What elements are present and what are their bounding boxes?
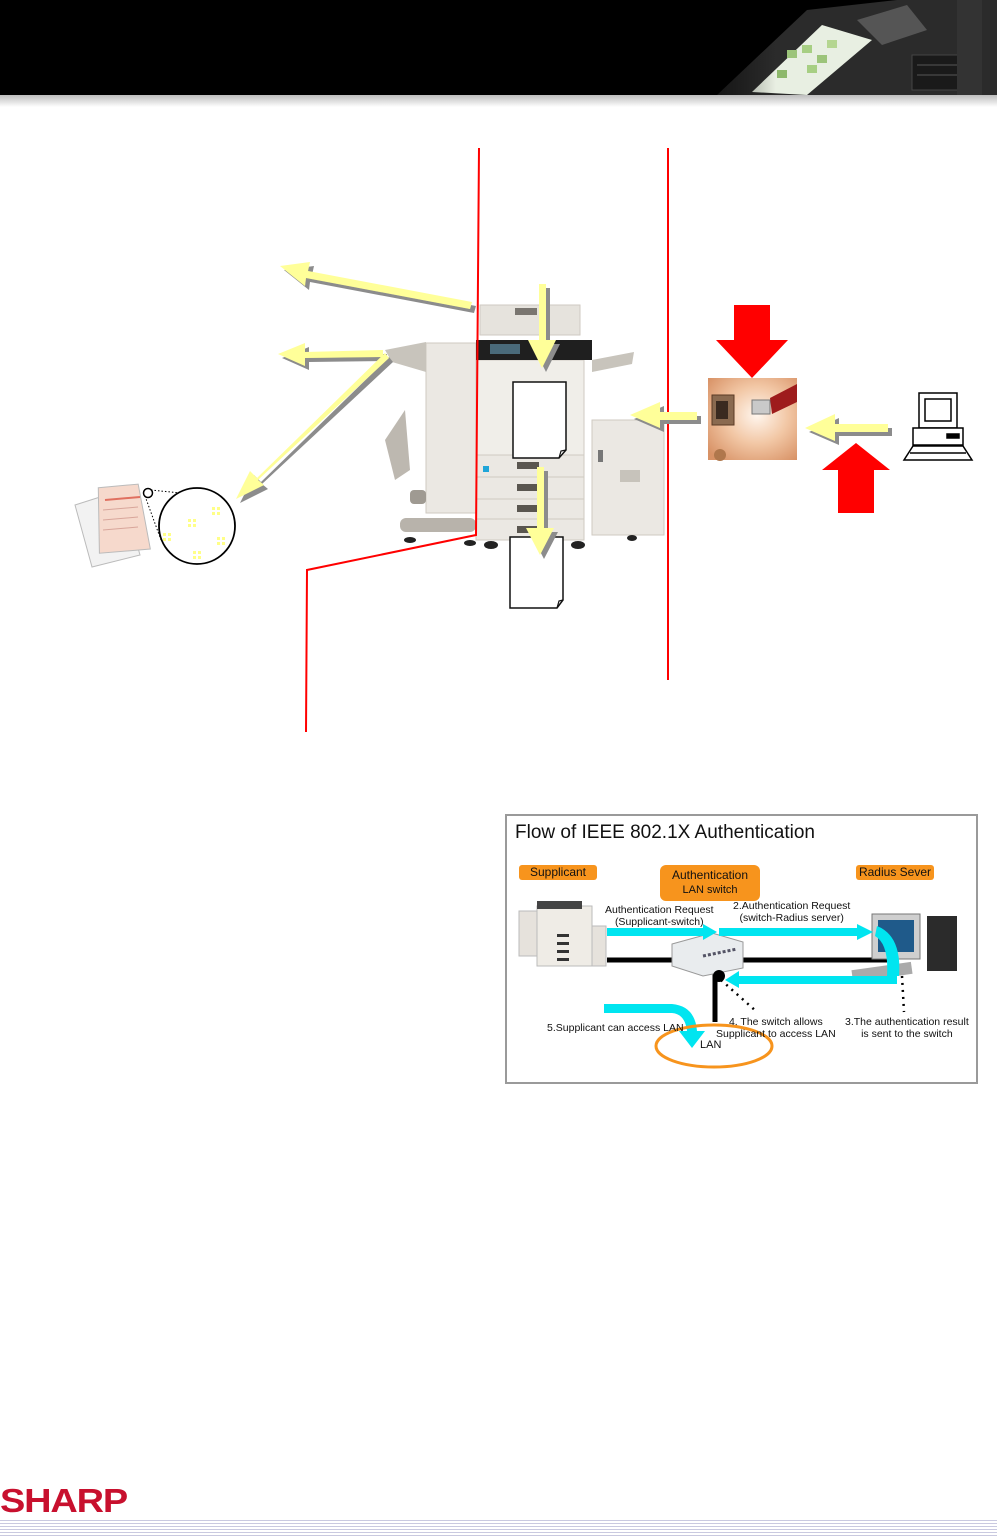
- security-diagram-canvas: [74, 147, 974, 733]
- arrow-print-out-icon: [236, 353, 389, 499]
- arrow-network-in-icon: [630, 402, 697, 428]
- step5-label: 5.Supplicant can access LAN: [547, 1022, 684, 1034]
- flow-arrows: [236, 262, 888, 555]
- step4-label: 4. The switch allows Supplicant to acces…: [716, 1016, 836, 1040]
- step2-line2: (switch-Radius server): [739, 912, 844, 924]
- badge-switch-line1: Authentication: [671, 868, 749, 882]
- flow-arrow-step1: [607, 928, 705, 936]
- printed-document-icon: [509, 536, 564, 609]
- badge-switch-line2: LAN switch: [682, 884, 738, 896]
- auth-diagram-title: Flow of IEEE 802.1X Authentication: [515, 822, 815, 843]
- step1-line2: (Supplicant-switch): [614, 916, 704, 928]
- arrow-data-out-middle-icon: [278, 343, 383, 366]
- step3-line1: 3.The authentication result: [845, 1016, 969, 1028]
- step1-label: Authentication Request (Supplicant-switc…: [605, 904, 714, 928]
- header-banner: [0, 0, 997, 95]
- lan-ring: [654, 1023, 774, 1069]
- step4-line1: 4. The switch allows: [728, 1016, 823, 1028]
- step3-line2: is sent to the switch: [861, 1028, 953, 1040]
- copier-touchscreen-photo-icon: [657, 0, 997, 95]
- flow-arrow-step3: [875, 926, 900, 976]
- step3-label: 3.The authentication result is sent to t…: [845, 1016, 969, 1040]
- boundary-line-left: [305, 147, 480, 733]
- ethernet-port-photo-icon: [708, 378, 797, 461]
- lan-switch-icon: [671, 932, 744, 977]
- arrow-data-out-top-icon: [280, 262, 472, 309]
- badge-radius: Radius Sever: [856, 865, 934, 880]
- threat-arrow-down-icon: [716, 305, 788, 378]
- flow-arrow-step2: [719, 928, 859, 936]
- ieee8021x-diagram: Flow of IEEE 802.1X Authentication Suppl…: [505, 814, 978, 1084]
- tracking-dots-magnifier-icon: [142, 487, 236, 565]
- step2-label: 2.Authentication Request (switch-Radius …: [733, 900, 850, 924]
- lan-label: LAN: [700, 1039, 722, 1051]
- badge-auth-switch: Authentication LAN switch: [660, 865, 760, 901]
- step4-line2: Supplicant to access LAN: [716, 1028, 836, 1040]
- scanned-document-icon: [512, 381, 567, 459]
- step2-line1: 2.Authentication Request: [733, 900, 851, 912]
- badge-supplicant-label: Supplicant: [529, 865, 587, 879]
- threat-arrows: [716, 305, 890, 513]
- auth-diagram-canvas: [518, 901, 957, 1069]
- mfp-copier-icon: [385, 304, 665, 549]
- arrow-print-out-down-icon: [526, 467, 554, 555]
- auth-flow-arrows: [604, 924, 900, 1048]
- arrow-scan-in-icon: [528, 284, 556, 368]
- flow-arrow-step5: [604, 1004, 705, 1048]
- supplicant-printer-icon: [518, 901, 607, 967]
- footer-stripes: [0, 1518, 997, 1537]
- badge-supplicant: Supplicant: [519, 865, 597, 880]
- printed-sheets-icon: [74, 483, 151, 568]
- arrow-pc-to-port-icon: [805, 414, 888, 441]
- threat-arrow-up-icon: [822, 443, 890, 513]
- desktop-computer-icon: [902, 392, 974, 461]
- badge-radius-label: Radius Sever: [858, 865, 932, 879]
- security-overview-diagram: [0, 140, 997, 740]
- radius-server-icon: [851, 913, 957, 983]
- sharp-logo: SHARP: [0, 1482, 128, 1519]
- header-shadow: [0, 95, 997, 107]
- step1-line1: Authentication Request: [605, 904, 714, 916]
